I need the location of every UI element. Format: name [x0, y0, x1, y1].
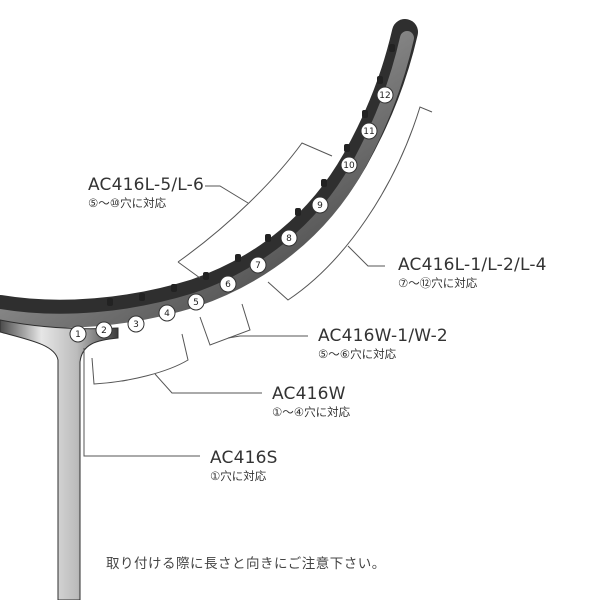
hole-marker-1: 1 [69, 325, 87, 343]
hole-marker-7: 7 [249, 256, 267, 274]
hole-range-label: ⑦～⑫穴に対応 [398, 276, 478, 290]
grommet-bump [389, 44, 395, 52]
hole-number: 1 [75, 330, 81, 340]
callout-ac416l-5: AC416L-5/L-6 ⑤～⑩穴に対応 [88, 175, 204, 211]
hole-number: 6 [225, 280, 231, 290]
grommet-bump [295, 208, 301, 216]
hole-marker-11: 11 [360, 122, 378, 140]
hole-circle [249, 256, 267, 274]
grommet-bump [171, 284, 177, 292]
racket-frame-inner [0, 31, 414, 328]
grommet-bump [107, 298, 113, 306]
hole-number: 11 [363, 127, 374, 137]
leader-ac416l-1 [347, 245, 385, 267]
callout-ac416s: AC416S ①穴に対応 [210, 448, 278, 484]
leader-ac416w-1 [227, 335, 308, 339]
installation-note: 取り付ける際に長さと向きにご注意下さい。 [106, 556, 386, 572]
hole-circle [280, 229, 298, 247]
grommet-bump [362, 110, 368, 118]
grommet-bump [321, 179, 327, 187]
grommet-bumps [107, 44, 395, 306]
hole-range-label: ①～④穴に対応 [272, 405, 351, 419]
hole-number: 8 [286, 234, 292, 244]
hole-circle [95, 321, 113, 339]
hole-number: 4 [164, 309, 170, 319]
callout-ac416l-1: AC416L-1/L-2/L-4 ⑦～⑫穴に対応 [398, 255, 547, 291]
grommet-bump [235, 254, 241, 262]
hole-marker-4: 4 [158, 304, 176, 322]
hole-marker-12: 12 [376, 86, 394, 104]
model-label: AC416L-5/L-6 [88, 175, 205, 195]
racket-throat [0, 319, 119, 600]
grommet-bump [203, 272, 209, 280]
hole-number: 3 [133, 320, 139, 330]
grommet-bump [265, 234, 271, 242]
hole-circle [187, 293, 205, 311]
grommet-bump [139, 293, 145, 301]
racket-frame-outer [0, 19, 418, 326]
hole-marker-5: 5 [187, 293, 205, 311]
callout-ac416w-1: AC416W-1/W-2 ⑤～⑥穴に対応 [318, 326, 448, 362]
hole-circle [219, 275, 237, 293]
model-label: AC416L-1/L-2/L-4 [398, 255, 547, 275]
hole-marker-9: 9 [311, 196, 329, 214]
bracket-ac416l-1 [267, 106, 433, 301]
model-label: AC416S [210, 448, 278, 468]
hole-marker-8: 8 [280, 229, 298, 247]
hole-marker-2: 2 [95, 321, 113, 339]
hole-circle [158, 304, 176, 322]
hole-number: 10 [343, 161, 355, 171]
leader-ac416w [154, 373, 262, 394]
leader-ac416l-5 [205, 185, 249, 204]
hole-number: 12 [379, 91, 390, 101]
hole-range-label: ①穴に対応 [210, 469, 267, 483]
model-label: AC416W-1/W-2 [318, 326, 448, 346]
hole-circle [311, 196, 329, 214]
hole-marker-6: 6 [219, 275, 237, 293]
hole-range-label: ⑤～⑥穴に対応 [318, 347, 397, 361]
hole-circle [376, 86, 394, 104]
grommet-bump [344, 144, 350, 152]
bracket-ac416w-1 [199, 303, 251, 346]
hole-number: 7 [255, 261, 261, 271]
callout-ac416w: AC416W ①～④穴に対応 [272, 384, 350, 420]
hole-number: 5 [193, 298, 199, 308]
hole-marker-10: 10 [340, 156, 358, 174]
hole-circle [360, 122, 378, 140]
hole-circle [340, 156, 358, 174]
grommet-bump [377, 76, 383, 84]
hole-number: 9 [317, 201, 323, 211]
leader-ac416s [83, 348, 200, 457]
hole-range-label: ⑤～⑩穴に対応 [88, 196, 167, 210]
callout-brackets [83, 106, 433, 457]
hole-number: 2 [101, 326, 107, 336]
hole-marker-3: 3 [127, 315, 145, 333]
bracket-ac416l-5 [177, 142, 333, 279]
bracket-ac416w [91, 333, 189, 385]
model-label: AC416W [272, 384, 346, 404]
hole-circle [127, 315, 145, 333]
hole-circle [69, 325, 87, 343]
